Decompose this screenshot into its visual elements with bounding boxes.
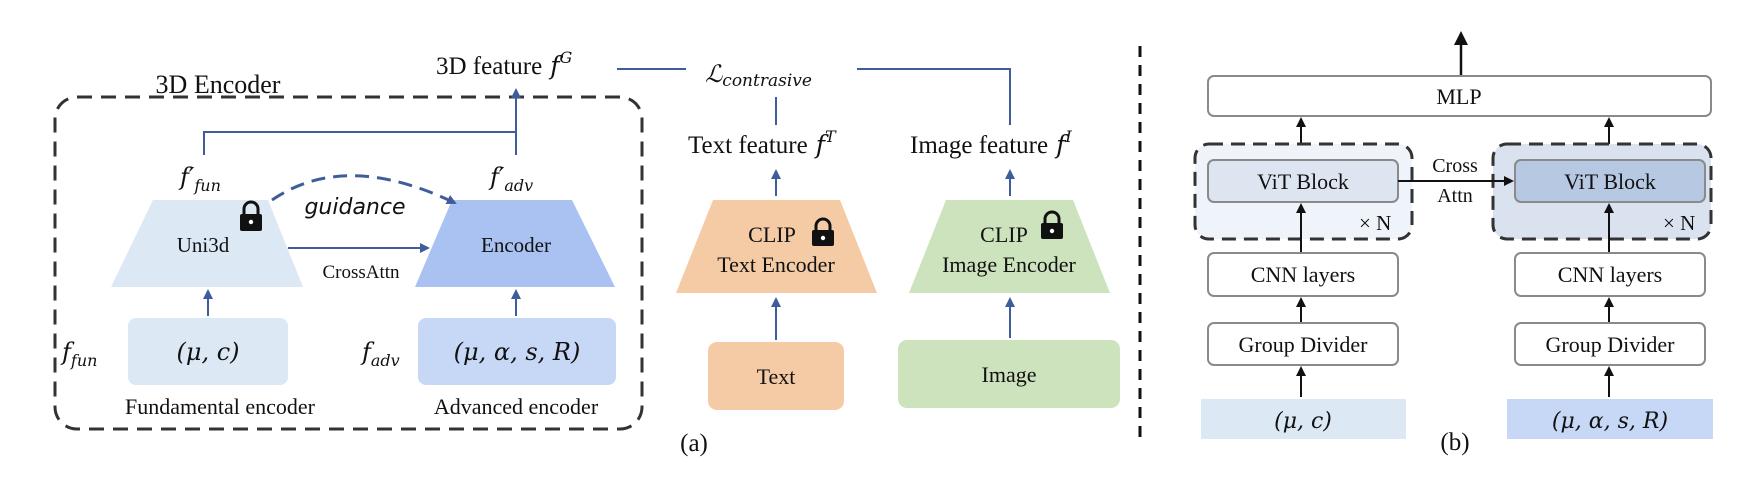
group-divider-box-left [1207, 322, 1399, 366]
cnn-box-left [1207, 252, 1399, 297]
panel-b: MLP ViT Block × N ViT Block × N Cross At… [1193, 31, 1713, 456]
mlp-box [1207, 75, 1712, 117]
panel-b-caption: (b) [1440, 429, 1469, 456]
input-right-label: (μ, α, s, R) [1552, 409, 1668, 434]
panel-a-caption: (a) [680, 430, 708, 457]
input-left-label: (μ, c) [1274, 409, 1332, 434]
uni3d-label: Uni3d [177, 233, 230, 257]
clip-text-line2: Text Encoder [717, 252, 835, 277]
text-input-box [708, 342, 844, 410]
contrastive-loss-label: ℒcontrasive [705, 60, 812, 91]
fun-to-feature-line [203, 131, 516, 155]
vit-block-right-label: ViT Block [1564, 169, 1656, 194]
cross-attn-line1: Cross [1432, 155, 1478, 177]
lock-icon [812, 217, 834, 246]
input-box-left [1201, 399, 1406, 439]
panel-a: 3D Encoder Uni3d Encoder CrossAttn guida… [53, 48, 1120, 457]
image-input-box [898, 340, 1120, 408]
fundamental-encoder-label: Fundamental encoder [125, 394, 316, 419]
f-fun-prime-label: f′fun [178, 163, 221, 195]
f-fun-label: ffun [60, 338, 97, 370]
loss-right-line [857, 68, 1011, 125]
f-adv-label: fadv [360, 338, 400, 370]
cross-attn-line2: Attn [1437, 185, 1473, 207]
group-divider-box-right [1514, 322, 1706, 366]
encoder-label: Encoder [481, 233, 551, 257]
clip-image-line1: CLIP [980, 222, 1028, 247]
clip-image-line2: Image Encoder [942, 252, 1076, 277]
guidance-arrow [271, 174, 457, 205]
repeat-right-label: × N [1663, 211, 1695, 235]
advanced-encoder-label: Advanced encoder [434, 394, 599, 419]
3d-encoder-group [53, 95, 644, 431]
vit-block-right [1514, 159, 1706, 203]
f-adv-prime-label: f′adv [488, 163, 533, 195]
lock-icon [240, 200, 262, 231]
clip-text-line1: CLIP [748, 222, 796, 247]
encoder-title: 3D Encoder [156, 70, 281, 99]
crossattn-label: CrossAttn [322, 262, 400, 283]
adv-input-box [418, 318, 616, 385]
image-input-label: Image [982, 362, 1037, 387]
guidance-label: guidance [304, 195, 405, 220]
adv-input-label: (μ, α, s, R) [454, 338, 581, 366]
fun-input-label: (μ, c) [176, 338, 239, 366]
mlp-label: MLP [1436, 84, 1481, 109]
cnn-left-label: CNN layers [1251, 262, 1355, 287]
lock-icon [1041, 210, 1063, 239]
text-input-label: Text [757, 364, 796, 389]
clip-text-encoder-shape [676, 200, 877, 293]
input-box-right [1507, 399, 1713, 439]
group-right-label: Group Divider [1546, 332, 1676, 357]
advanced-encoder-shape [415, 200, 615, 287]
group-left-label: Group Divider [1239, 332, 1369, 357]
cnn-right-label: CNN layers [1558, 262, 1662, 287]
fun-input-box [128, 318, 288, 385]
repeat-left-label: × N [1359, 211, 1391, 235]
vit-block-left-label: ViT Block [1257, 169, 1349, 194]
cnn-box-right [1514, 252, 1706, 297]
